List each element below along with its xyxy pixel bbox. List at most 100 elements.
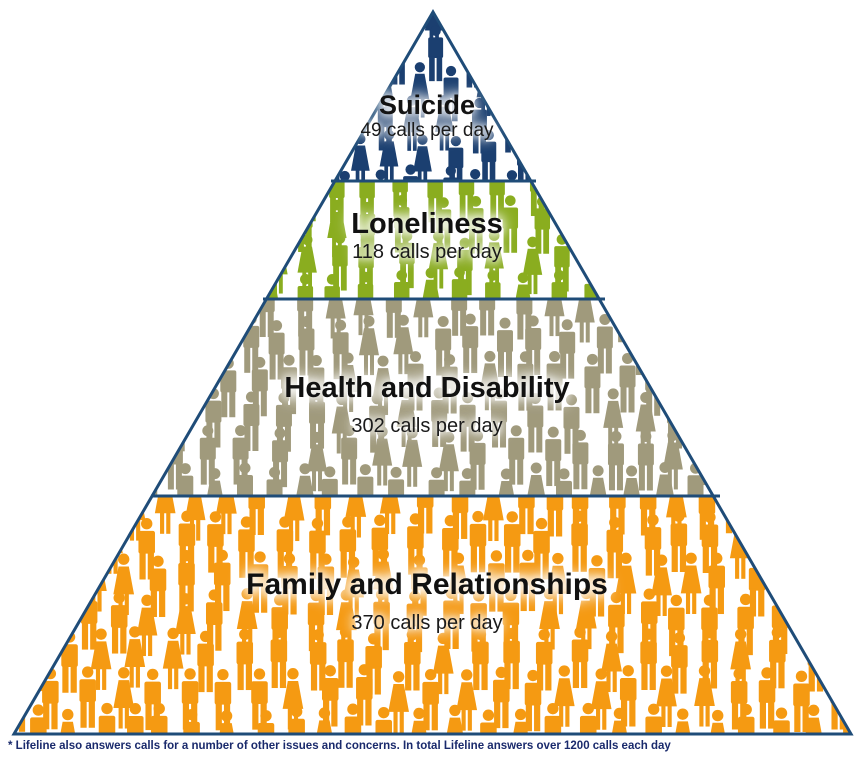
person-icon (154, 353, 171, 414)
person-icon (783, 134, 799, 181)
person-icon (96, 12, 111, 50)
person-icon (71, 516, 89, 578)
person-icon (731, 94, 747, 150)
person-icon (800, 350, 817, 410)
person-icon (38, 393, 55, 453)
person-icon (307, 95, 326, 151)
person-icon (767, 516, 789, 579)
person-icon (519, 549, 537, 612)
person-icon (496, 317, 513, 378)
person-icon (831, 64, 850, 120)
person-icon (834, 350, 851, 410)
person-icon (736, 313, 757, 374)
person-icon (645, 202, 665, 260)
person-icon (105, 195, 121, 253)
person-icon (140, 315, 157, 376)
person-icon (233, 198, 249, 256)
person-icon (787, 496, 805, 540)
person-icon (770, 299, 791, 343)
person-icon (194, 268, 214, 299)
person-icon (545, 426, 562, 487)
person-icon (603, 97, 623, 154)
person-icon (633, 165, 649, 181)
person-icon (805, 199, 825, 258)
person-icon (202, 236, 219, 294)
person-icon (14, 273, 23, 299)
person-icon (624, 181, 640, 217)
person-icon (641, 65, 657, 122)
person-icon (770, 356, 787, 416)
person-icon (793, 670, 810, 733)
person-icon (223, 24, 239, 81)
person-icon (194, 130, 214, 181)
person-icon (729, 389, 746, 450)
person-icon (200, 170, 216, 181)
person-icon (802, 100, 818, 156)
person-icon (261, 27, 277, 84)
person-icon (732, 62, 752, 118)
person-icon (131, 181, 151, 221)
person-icon (34, 232, 50, 290)
person-icon (70, 394, 87, 455)
person-icon (726, 426, 747, 486)
person-icon (579, 135, 595, 181)
person-icon (765, 94, 781, 150)
person-icon (29, 496, 51, 534)
person-icon (310, 62, 326, 119)
person-icon (810, 516, 831, 579)
person-icon (92, 496, 114, 536)
person-icon (0, 633, 9, 694)
person-icon (298, 26, 314, 83)
person-icon (757, 272, 774, 299)
person-icon (533, 31, 549, 87)
person-icon (137, 231, 157, 289)
person-icon (619, 352, 636, 413)
person-icon (191, 299, 212, 342)
person-icon (776, 27, 796, 83)
person-icon (845, 551, 851, 614)
person-icon (794, 237, 811, 296)
person-icon (641, 588, 658, 650)
person-icon (104, 317, 121, 378)
person-icon (726, 273, 743, 299)
person-icon (794, 268, 814, 299)
person-icon (74, 314, 91, 375)
person-icon (0, 430, 12, 490)
person-icon (826, 271, 843, 299)
person-icon (756, 12, 772, 47)
person-icon (749, 462, 766, 496)
person-icon (133, 26, 153, 83)
person-icon (135, 164, 151, 181)
person-icon (76, 31, 91, 88)
person-icon (53, 555, 75, 618)
person-icon (273, 99, 289, 156)
person-icon (454, 12, 474, 52)
person-icon (667, 167, 687, 181)
person-icon (41, 464, 58, 496)
person-icon (36, 97, 56, 154)
person-icon (535, 629, 553, 691)
person-icon (96, 181, 112, 217)
person-icon (749, 181, 770, 219)
person-icon (655, 12, 671, 49)
person-icon (132, 267, 152, 299)
person-icon (119, 59, 135, 116)
person-icon (97, 164, 117, 181)
person-icon (14, 165, 23, 181)
person-icon (130, 133, 146, 181)
person-icon (97, 299, 114, 341)
person-icon (131, 426, 148, 487)
person-icon (702, 200, 722, 258)
person-icon (613, 200, 630, 259)
person-icon (704, 61, 720, 118)
person-icon (100, 394, 117, 455)
person-icon (798, 166, 817, 181)
person-icon (93, 426, 110, 486)
person-icon (798, 393, 815, 453)
person-icon (739, 196, 759, 254)
person-icon (200, 316, 221, 376)
person-icon (680, 299, 701, 341)
person-icon (669, 100, 688, 156)
person-icon (164, 133, 183, 181)
